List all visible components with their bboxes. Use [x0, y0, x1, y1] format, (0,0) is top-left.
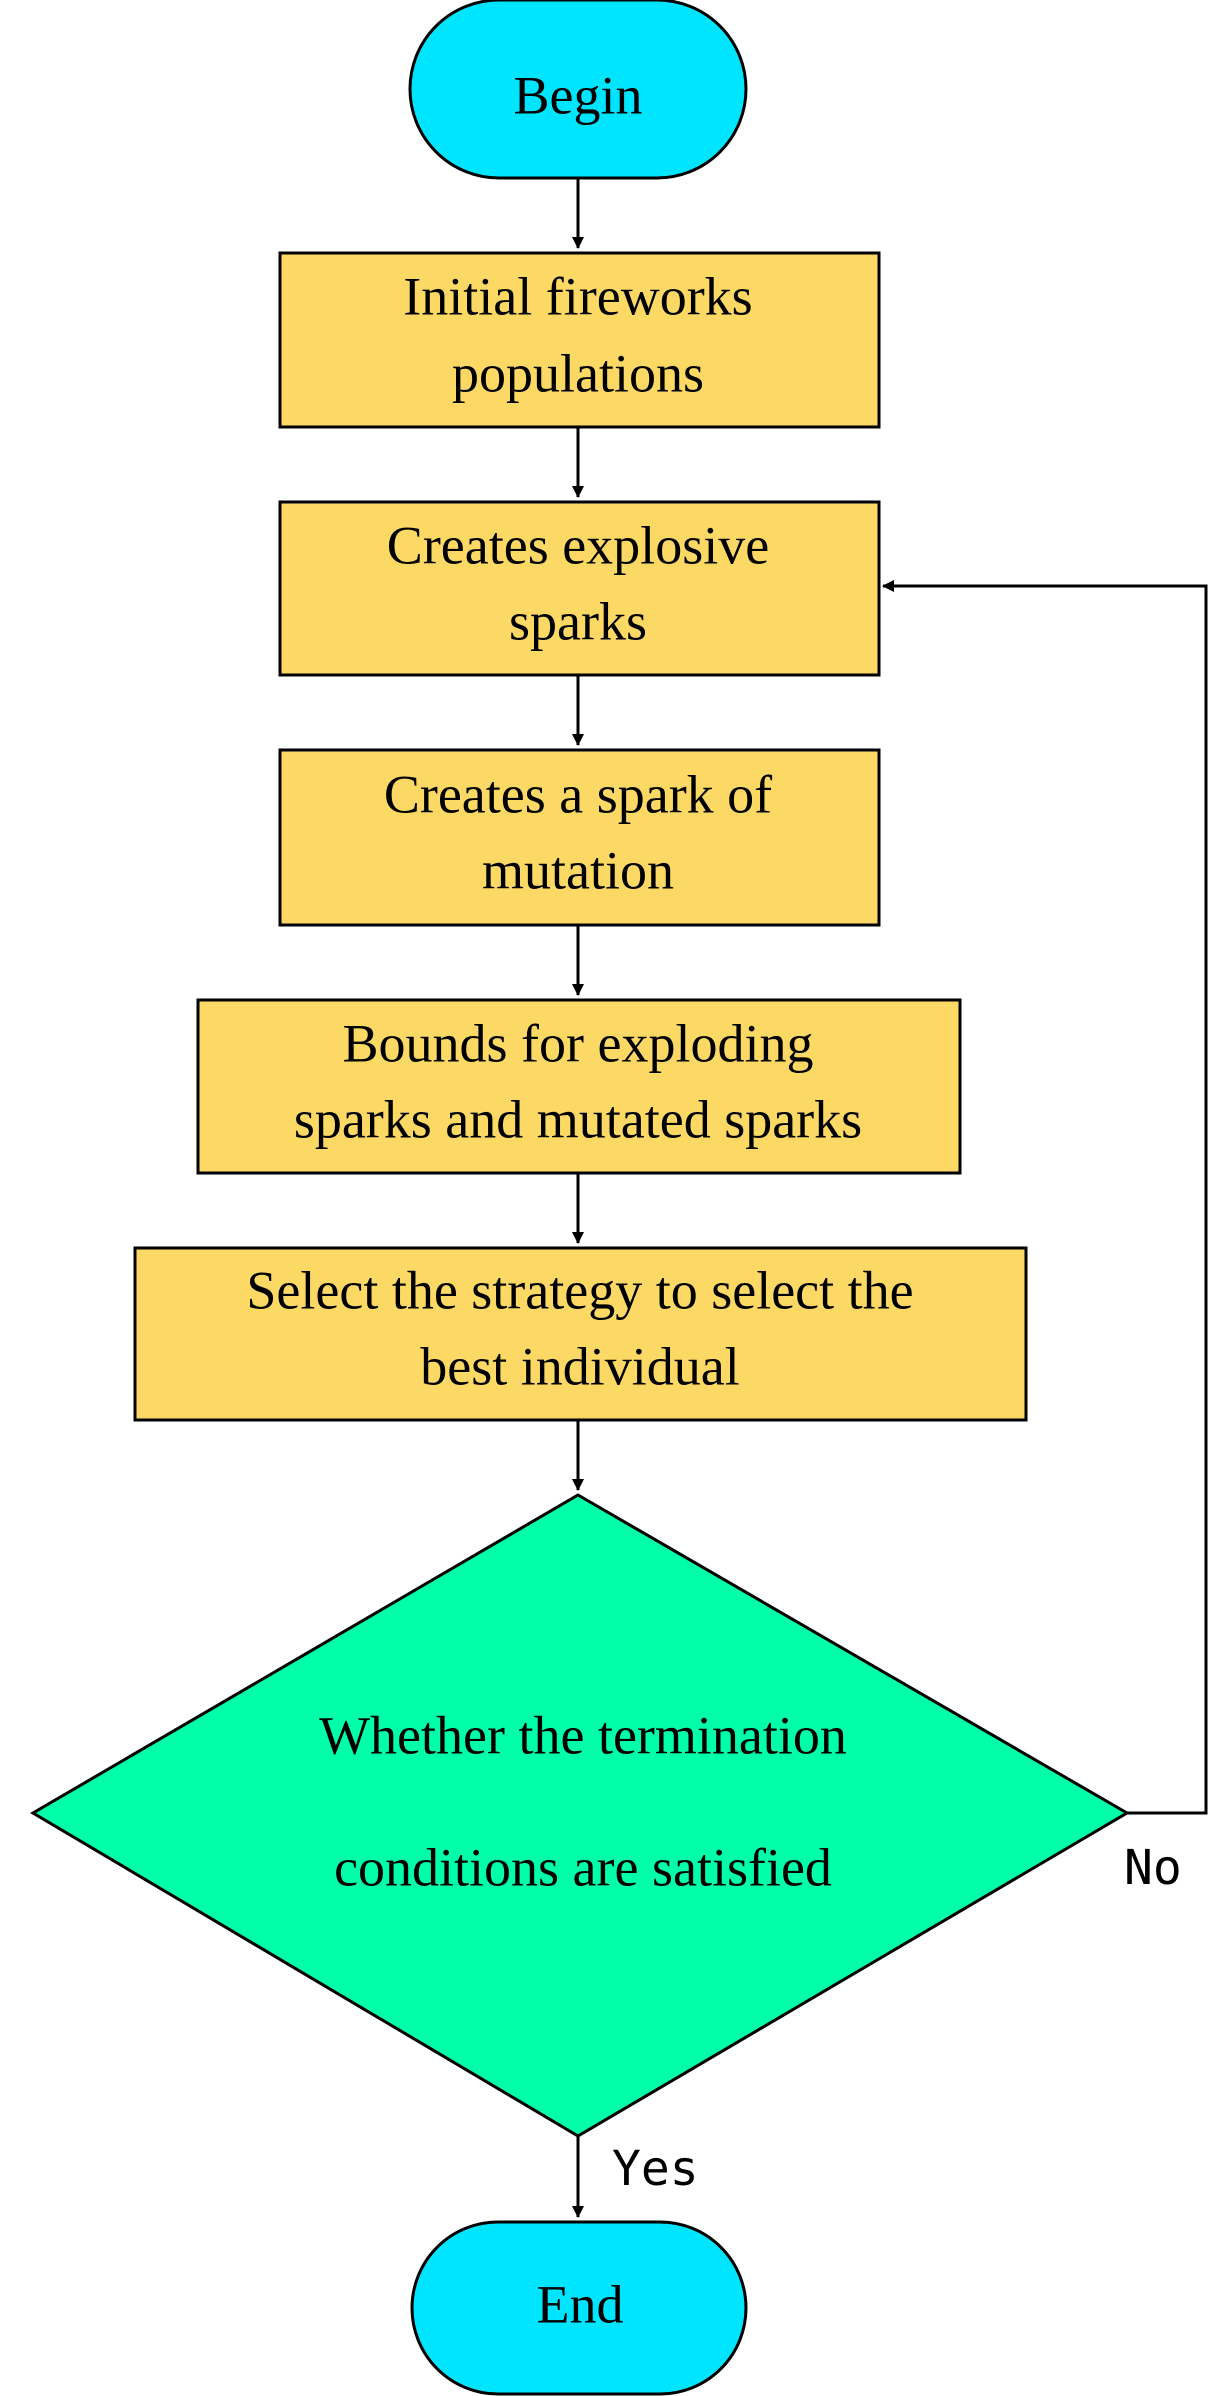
- selection-line-2: best individual: [420, 1336, 739, 1396]
- mutation-spark-box: [278, 748, 881, 927]
- bounds-line-1: Bounds for exploding: [343, 1013, 814, 1073]
- end-terminal-shape: [410, 2220, 748, 2396]
- end-node: End: [410, 2220, 748, 2396]
- explosive-sparks-line-2: sparks: [509, 591, 647, 651]
- termination-line-1: Whether the termination: [319, 1705, 847, 1765]
- termination-decision-node: Whether the termination conditions are s…: [30, 1493, 1130, 2138]
- no-edge-label: No: [1124, 1840, 1182, 1896]
- initial-population-node: Initial fireworks populations: [278, 251, 881, 429]
- mutation-spark-node: Creates a spark of mutation: [278, 748, 881, 927]
- bounds-box: [196, 998, 962, 1175]
- connectors: [572, 178, 1208, 2218]
- selection-node: Select the strategy to select the best i…: [133, 1246, 1028, 1422]
- termination-line-2: conditions are satisfied: [334, 1837, 832, 1897]
- explosive-sparks-box: [278, 500, 881, 677]
- explosive-sparks-line-1: Creates explosive: [387, 515, 769, 575]
- mutation-spark-line-1: Creates a spark of: [384, 764, 772, 824]
- selection-line-1: Select the strategy to select the: [246, 1260, 913, 1320]
- begin-terminal-shape: [408, 0, 748, 180]
- initial-population-box: [278, 251, 881, 429]
- begin-label: Begin: [514, 65, 643, 125]
- initial-population-line-1: Initial fireworks: [403, 266, 752, 326]
- mutation-spark-line-2: mutation: [482, 840, 674, 900]
- termination-decision-diamond: [30, 1493, 1130, 2138]
- arrow-decision-loop-no: [882, 580, 1208, 1815]
- selection-box: [133, 1246, 1028, 1422]
- initial-population-line-2: populations: [452, 343, 704, 403]
- bounds-node: Bounds for exploding sparks and mutated …: [196, 998, 962, 1175]
- begin-node: Begin: [408, 0, 748, 180]
- end-label: End: [537, 2274, 624, 2334]
- bounds-line-2: sparks and mutated sparks: [294, 1089, 862, 1149]
- explosive-sparks-node: Creates explosive sparks: [278, 500, 881, 677]
- yes-edge-label: Yes: [612, 2141, 699, 2197]
